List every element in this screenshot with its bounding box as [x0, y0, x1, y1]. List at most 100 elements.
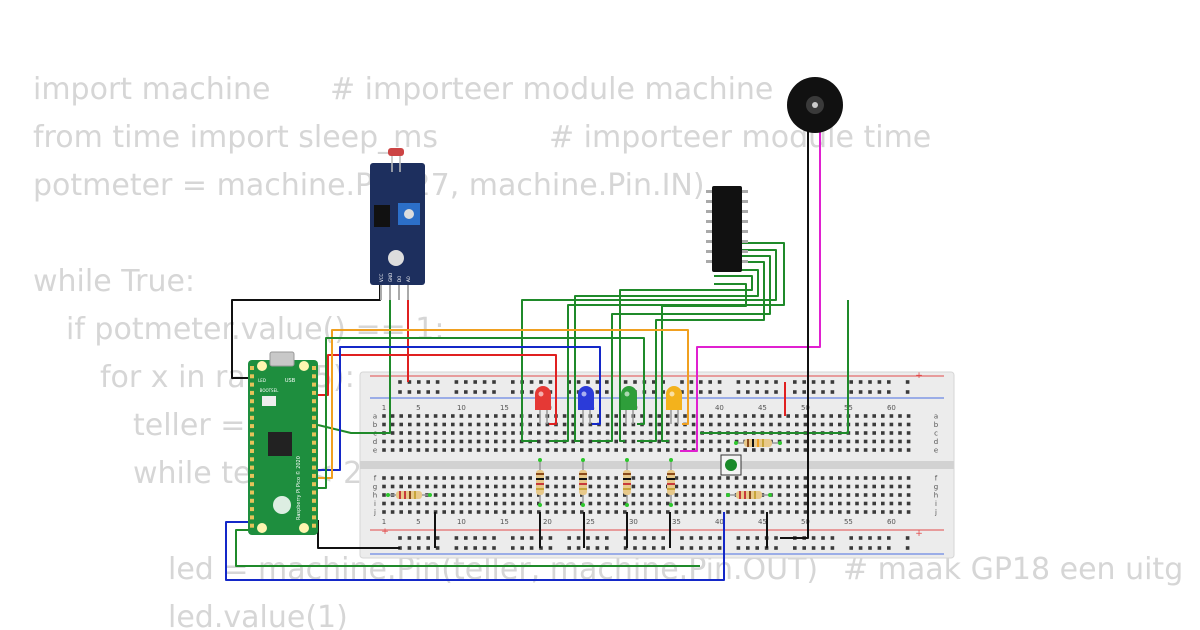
terminal-hole: [674, 510, 679, 514]
terminal-hole: [399, 439, 403, 444]
terminal-hole: [511, 439, 515, 444]
terminal-hole: [442, 476, 446, 480]
terminal-hole: [614, 493, 618, 497]
potentiometer-knob[interactable]: [404, 209, 414, 219]
terminal-hole: [494, 510, 498, 514]
rail-hole: [821, 536, 825, 540]
terminal-hole: [872, 422, 876, 427]
rail-hole: [642, 546, 647, 550]
terminal-hole: [709, 476, 713, 480]
wire-green: [637, 261, 765, 442]
chip-pin: [706, 220, 712, 223]
rail-hole: [689, 546, 694, 550]
rail-hole: [689, 380, 694, 384]
chip-pin: [742, 240, 748, 243]
terminal-hole: [906, 448, 911, 452]
terminal-hole: [382, 439, 386, 444]
terminal-hole: [889, 476, 894, 480]
resistor-band: [667, 473, 675, 475]
rail-hole: [407, 546, 412, 550]
terminal-hole: [545, 448, 550, 452]
terminal-hole: [588, 476, 593, 480]
terminal-hole: [709, 448, 713, 452]
terminal-hole: [451, 439, 455, 444]
terminal-hole: [855, 501, 859, 506]
resistor-band: [667, 478, 675, 480]
terminal-hole: [726, 422, 730, 427]
terminal-hole: [769, 501, 773, 506]
rail-hole: [576, 546, 581, 550]
rail-hole: [802, 390, 806, 394]
led-blue[interactable]: [578, 386, 594, 424]
push-button[interactable]: [720, 454, 742, 476]
terminal-hole: [631, 501, 636, 506]
terminal-hole: [709, 510, 713, 514]
rail-hole: [708, 390, 712, 394]
rail-hole: [435, 380, 440, 384]
terminal-hole: [666, 510, 670, 514]
terminal-hole: [442, 501, 446, 506]
rail-hole: [858, 536, 863, 540]
pico-pin: [312, 390, 316, 395]
terminal-hole: [803, 476, 808, 480]
rail-hole: [849, 380, 853, 384]
terminal-hole: [571, 510, 575, 514]
terminal-hole: [416, 414, 421, 418]
terminal-hole: [382, 510, 386, 514]
terminal-hole: [640, 501, 644, 506]
terminal-hole: [511, 493, 515, 497]
terminal-hole: [683, 484, 687, 489]
terminal-hole: [382, 484, 386, 489]
wire-green: [317, 285, 391, 434]
shift-register-chip[interactable]: [706, 186, 748, 272]
terminal-hole: [752, 510, 756, 514]
terminal-hole: [605, 501, 610, 506]
led-yellow[interactable]: [666, 386, 682, 424]
piezo-buzzer[interactable]: [787, 77, 843, 133]
pico-pin: [312, 440, 316, 445]
resistor-pad: [768, 493, 772, 497]
led-body: [578, 386, 594, 410]
bootsel-button[interactable]: [262, 396, 276, 406]
chip-pin: [706, 200, 712, 203]
terminal-hole: [786, 493, 790, 497]
terminal-hole: [390, 510, 395, 514]
terminal-hole: [906, 484, 911, 489]
button-cap[interactable]: [725, 459, 737, 471]
terminal-hole: [537, 422, 541, 427]
terminal-hole: [743, 484, 747, 489]
terminal-hole: [769, 422, 773, 427]
pico-pin: [312, 407, 316, 412]
rail-hole: [868, 536, 872, 540]
wires: [225, 120, 849, 581]
terminal-hole: [545, 484, 550, 489]
resistor-band: [536, 488, 544, 490]
led-red[interactable]: [535, 386, 551, 424]
terminal-hole: [537, 431, 541, 435]
terminal-hole: [399, 510, 403, 514]
terminal-hole: [485, 501, 489, 506]
terminal-hole: [855, 422, 859, 427]
bootsel-label: BOOTSEL: [260, 388, 279, 393]
rail-hole: [520, 546, 524, 550]
led-highlight: [581, 391, 587, 397]
terminal-hole: [519, 484, 524, 489]
rail-hole: [407, 380, 412, 384]
terminal-hole: [485, 422, 489, 427]
terminal-hole: [416, 476, 421, 480]
resistor-pad: [625, 458, 629, 462]
led-green[interactable]: [621, 386, 637, 424]
rail-hole: [605, 390, 609, 394]
terminal-hole: [717, 484, 722, 489]
rail-hole: [774, 536, 778, 540]
terminal-hole: [554, 510, 558, 514]
resistor-band: [623, 478, 631, 480]
wire-green: [521, 249, 777, 442]
terminal-hole: [820, 414, 825, 418]
terminal-hole: [545, 493, 550, 497]
column-number: 25: [586, 518, 595, 526]
terminal-hole: [390, 439, 395, 444]
pico-pin: [250, 390, 254, 395]
